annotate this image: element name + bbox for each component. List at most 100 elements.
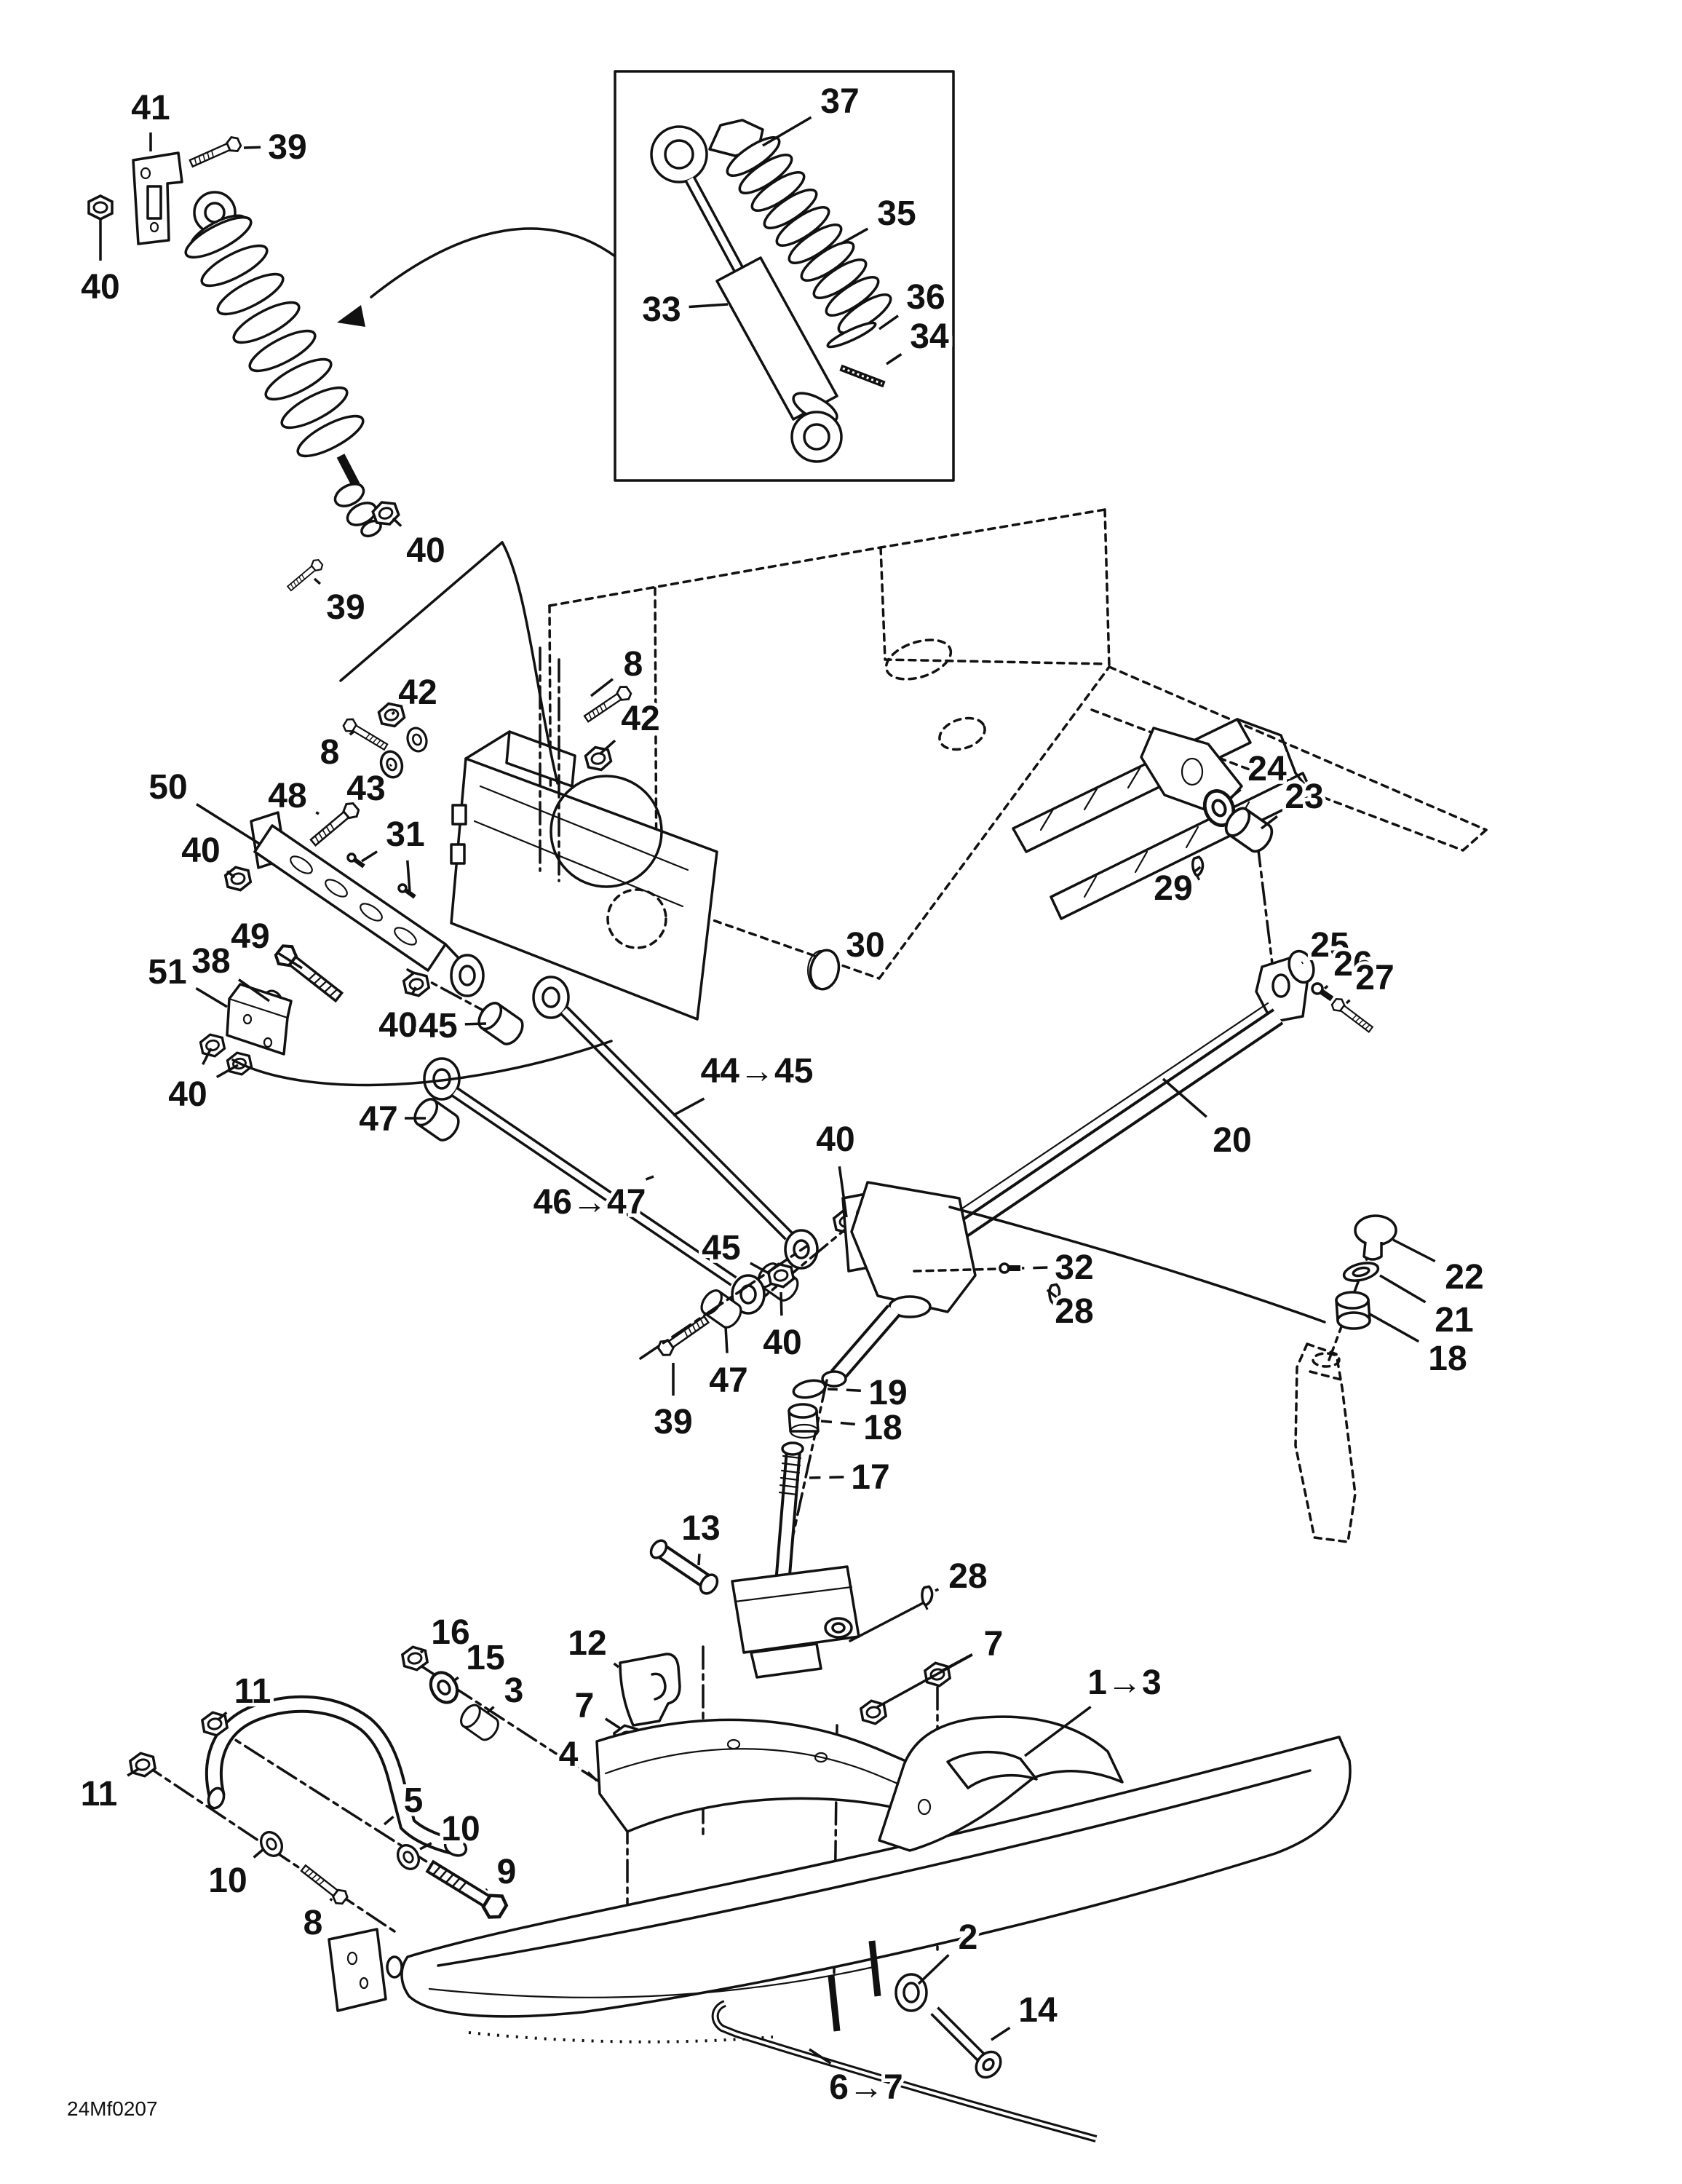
- leader-line: [1260, 815, 1278, 830]
- callout-6→7: 6→7: [829, 2068, 903, 2107]
- callout-layer: 4139403735363433403984243842485031404938…: [77, 79, 1488, 2110]
- leader-line: [779, 1291, 783, 1316]
- spring-stopper: [826, 321, 877, 349]
- callout-9: 9: [497, 1853, 517, 1891]
- callout-39: 39: [268, 128, 306, 167]
- callout-47: 47: [359, 1100, 397, 1139]
- leader-line: [673, 1097, 705, 1117]
- bolt-39-mid: [285, 557, 325, 594]
- leader-line: [202, 1048, 213, 1065]
- handle-axis-1: [141, 1762, 398, 1934]
- threaded-rod: [839, 364, 886, 388]
- leader-line: [277, 952, 303, 970]
- ski-leg-phantom: [1294, 1342, 1357, 1543]
- leader-line: [451, 1676, 459, 1683]
- axis-line: [639, 1245, 808, 1360]
- callout-40: 40: [763, 1324, 801, 1362]
- callout-45: 45: [702, 1229, 740, 1267]
- callout-31: 31: [386, 815, 424, 854]
- bushing-47-front: [409, 1093, 464, 1146]
- leader-line: [419, 1842, 432, 1851]
- leader-line: [604, 1717, 621, 1730]
- shock-absorber-body: [650, 125, 843, 463]
- clip-28-lower: [916, 1583, 936, 1612]
- leader-line: [1379, 1274, 1427, 1304]
- callout-37: 37: [820, 82, 859, 121]
- leader-line: [598, 739, 616, 756]
- detail-circle: [550, 775, 663, 888]
- callout-41: 41: [131, 89, 170, 127]
- nut-40-b1: [198, 1031, 227, 1060]
- spindle-mount-block: [731, 1565, 860, 1679]
- screws-31: [346, 852, 416, 899]
- leader-line: [253, 1848, 265, 1859]
- callout-13: 13: [681, 1509, 720, 1548]
- callout-25: 25: [1310, 926, 1349, 965]
- screw-26: [1311, 982, 1334, 1002]
- pointer-line: [339, 541, 504, 682]
- callout-7: 7: [575, 1687, 595, 1725]
- callout-21: 21: [1435, 1301, 1473, 1340]
- callout-38: 38: [191, 942, 230, 981]
- pivot-axis: [1256, 843, 1275, 977]
- inset-border: [614, 70, 955, 482]
- inset-detail-box: [614, 70, 955, 482]
- leader-line: [587, 1771, 598, 1782]
- callout-28: 28: [948, 1557, 987, 1596]
- callout-10: 10: [208, 1861, 247, 1900]
- nut-40-top: [87, 194, 114, 221]
- leader-line: [419, 1650, 424, 1654]
- callout-35: 35: [877, 194, 916, 233]
- leader-line: [349, 729, 356, 736]
- bushing-3: [456, 1700, 504, 1745]
- callout-42: 42: [398, 673, 437, 712]
- leader-line: [590, 678, 614, 697]
- handle-loop-5: [205, 1695, 468, 1857]
- leader-line: [645, 1175, 654, 1181]
- leader-line: [486, 1706, 495, 1714]
- suspension-module: [450, 646, 718, 1021]
- callout-34: 34: [910, 317, 949, 356]
- callout-40: 40: [181, 831, 220, 870]
- nut-40-a: [223, 863, 253, 894]
- nut-40-arm: [401, 969, 432, 1000]
- ring-21: [1342, 1262, 1380, 1282]
- ski-top-piece: [878, 1715, 1124, 1852]
- handle-rod-13: [649, 1539, 719, 1595]
- leader-line: [1162, 1077, 1207, 1118]
- leader-line: [127, 1768, 139, 1777]
- callout-50: 50: [148, 768, 187, 807]
- leader-line: [1301, 961, 1304, 965]
- leader-curve-right-leg: [948, 1206, 1326, 1324]
- bolt-39-top: [187, 134, 244, 172]
- runner-wear-bar: [711, 1940, 1098, 2143]
- assembled-shock: [184, 191, 382, 538]
- bracket-51: [226, 983, 293, 1056]
- slotted-bracket-50: [250, 811, 485, 997]
- leader-line: [406, 860, 411, 893]
- leader-line: [1046, 1289, 1058, 1299]
- callout-17: 17: [851, 1458, 889, 1497]
- leader-line: [329, 1897, 333, 1902]
- callout-48: 48: [268, 777, 306, 815]
- callout-39: 39: [326, 588, 365, 627]
- callout-40: 40: [378, 1006, 417, 1045]
- callout-44→45: 44→45: [701, 1052, 814, 1091]
- callout-8: 8: [624, 645, 643, 684]
- leader-line: [762, 116, 812, 147]
- bolt-8-ski: [298, 1861, 351, 1908]
- leader-line: [724, 1326, 729, 1353]
- washer-43-b: [403, 724, 431, 755]
- callout-18: 18: [863, 1409, 902, 1447]
- leader-line: [1227, 788, 1242, 801]
- callout-4: 4: [559, 1736, 579, 1774]
- leader-line: [1023, 1706, 1092, 1757]
- leader-line: [313, 577, 322, 585]
- leader-line: [827, 1388, 861, 1392]
- nut-11-lower: [127, 1749, 158, 1780]
- leader-line: [750, 1262, 771, 1275]
- leader-line: [1369, 1313, 1420, 1343]
- leader-line: [392, 517, 402, 527]
- leader-line: [840, 227, 869, 245]
